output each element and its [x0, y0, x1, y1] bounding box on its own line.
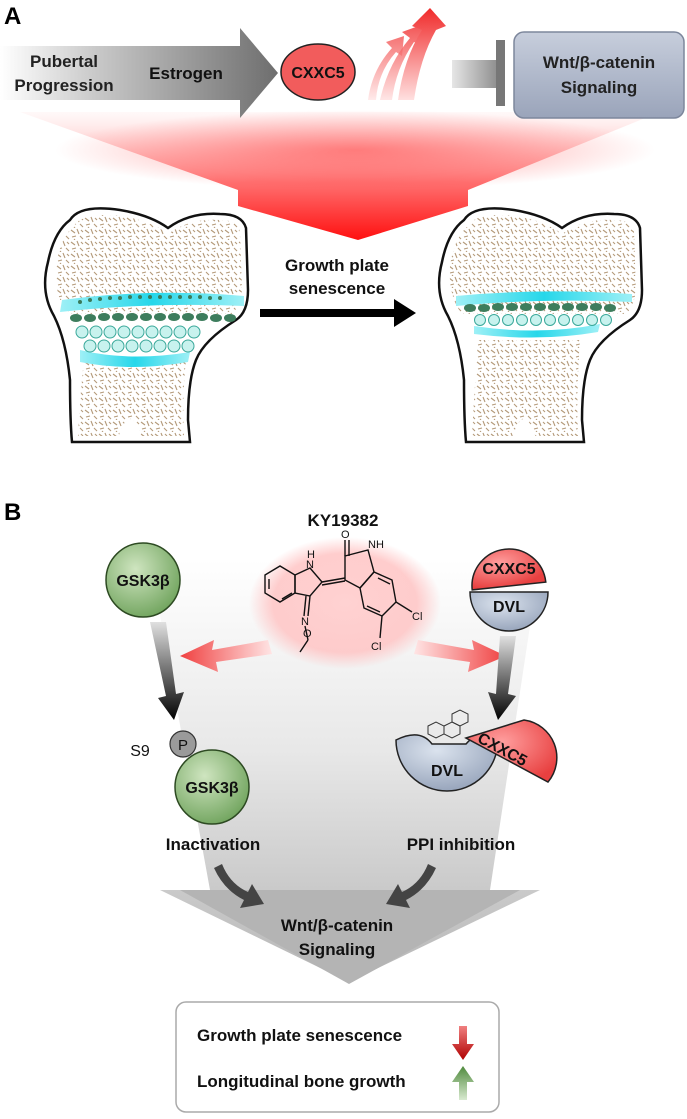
mol-cl-2: Cl [412, 611, 422, 623]
pink-arrow-right [414, 640, 506, 672]
gsk3b-label-bottom: GSK3β [185, 780, 239, 797]
cxxc5-node-bottom [464, 719, 558, 783]
wnt-text-b-2: Signaling [299, 940, 376, 959]
funnel-background [150, 560, 540, 982]
mol-n-1: N [306, 559, 314, 571]
dvl-label-top: DVL [493, 599, 525, 616]
pubertal-text-1: Pubertal [30, 52, 98, 71]
red-glow [55, 110, 655, 190]
mol-o-1: O [341, 529, 350, 541]
inhibition-arrow [452, 60, 500, 88]
compound-label: KY19382 [308, 511, 379, 530]
inactivation-label: Inactivation [166, 835, 260, 854]
growth-senescence-text-1: Growth plate [285, 256, 389, 275]
mol-nh-2: NH [368, 539, 384, 551]
ppi-label: PPI inhibition [407, 835, 516, 854]
ky19382-structure [264, 540, 413, 653]
bone-left [43, 207, 250, 444]
growth-senescence-text-2: senescence [289, 279, 385, 298]
wnt-text-a-1: Wnt/β-catenin [543, 53, 655, 72]
estrogen-text: Estrogen [149, 64, 223, 83]
wnt-text-a-2: Signaling [561, 78, 638, 97]
cxxc5-node-a [280, 43, 356, 101]
cxxc5-label-a: CXXC5 [291, 65, 344, 82]
mol-cl-1: Cl [371, 641, 381, 653]
mol-h-1: H [307, 549, 315, 561]
cxxc5-label-top: CXXC5 [482, 561, 535, 578]
black-arrow-left [150, 622, 184, 720]
pubertal-text-2: Progression [14, 76, 113, 95]
increase-arrows [368, 8, 446, 100]
inhibition-bar [496, 40, 505, 106]
dvl-label-bottom: DVL [431, 763, 463, 780]
gsk3b-node-bottom [174, 749, 250, 825]
outcome-text-2: Longitudinal bone growth [197, 1072, 406, 1091]
wnt-box-a [513, 31, 685, 119]
gsk3b-node-top [105, 542, 181, 618]
wnt-down-arrow [180, 890, 520, 984]
bound-compound-icon [427, 709, 469, 739]
increase-arrow-icon [452, 1066, 474, 1100]
mol-n-2: N [301, 616, 309, 628]
wnt-text-b-1: Wnt/β-catenin [281, 916, 393, 935]
panel-a-label: A [4, 3, 21, 30]
curved-arrow-right [386, 864, 436, 908]
estrogen-arrow [0, 28, 278, 118]
compound-glow [249, 537, 441, 669]
outcome-text-1: Growth plate senescence [197, 1026, 402, 1045]
cxxc5-dvl-complex-top [469, 548, 549, 632]
gsk3b-label-top: GSK3β [116, 573, 170, 590]
senescence-arrow [260, 299, 416, 327]
pink-arrow-left [180, 640, 272, 672]
bone-right [437, 207, 644, 444]
curved-arrow-left [214, 864, 264, 908]
phospho-node [169, 730, 197, 758]
mol-o-2: O [303, 628, 312, 640]
panel-b-label: B [4, 499, 21, 526]
outcome-box [175, 1001, 500, 1113]
s9-label: S9 [130, 743, 150, 760]
black-arrow-right [488, 636, 516, 720]
phospho-label: P [178, 737, 188, 754]
decrease-arrow-icon [452, 1026, 474, 1060]
